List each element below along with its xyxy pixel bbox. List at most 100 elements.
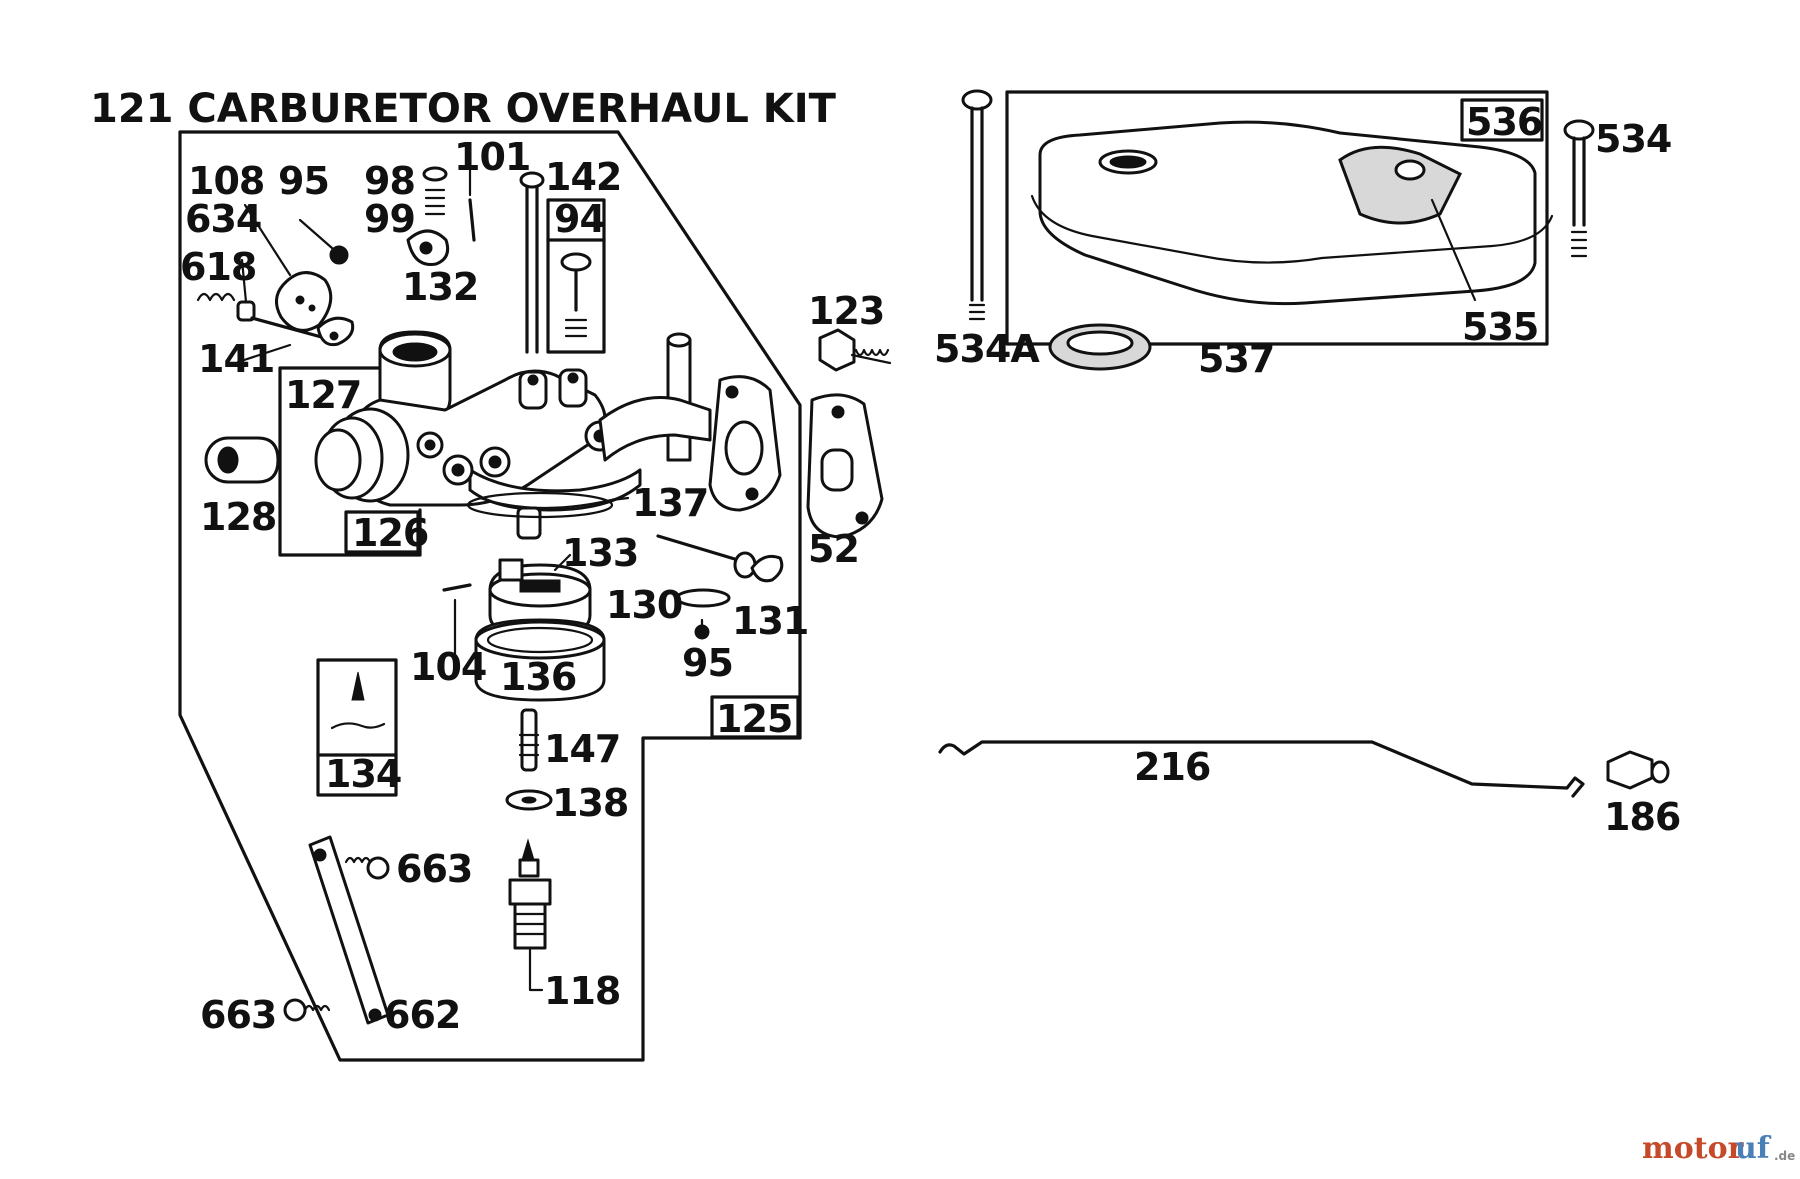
carburetor-body <box>314 330 782 540</box>
kit-outline <box>178 130 802 1062</box>
label-136: 136 <box>500 655 576 699</box>
clip-134 <box>330 722 386 730</box>
label-130: 130 <box>606 583 682 627</box>
watermark-suffix: .de <box>1774 1149 1795 1163</box>
bolt-534-head <box>1563 119 1595 141</box>
label-101: 101 <box>454 135 530 179</box>
lever-hole <box>329 331 339 341</box>
label-216: 216 <box>1134 745 1210 789</box>
bolt-534A-thread <box>968 303 986 321</box>
label-634: 634 <box>185 197 261 241</box>
label-133: 133 <box>562 531 638 575</box>
label-131: 131 <box>732 599 808 643</box>
watermark-logo: motor uf .de <box>1642 1131 1795 1166</box>
gasket-52-hole <box>855 511 869 525</box>
label-95-lower: 95 <box>682 641 733 685</box>
rod-216 <box>938 740 1585 798</box>
label-142: 142 <box>545 155 621 199</box>
fuel-tank-535 <box>1030 120 1554 306</box>
label-94: 94 <box>554 197 605 241</box>
label-534A: 534A <box>934 327 1040 371</box>
jet-118-tip <box>521 838 535 861</box>
screw-95 <box>329 245 349 265</box>
watermark-text-b: uf <box>1735 1131 1772 1166</box>
float-133-hinge <box>498 558 524 582</box>
choke-lever <box>316 316 355 347</box>
link-662-hole <box>368 1008 382 1022</box>
adjust-screw-head <box>560 252 592 272</box>
bushing-128-body <box>228 436 280 484</box>
nut-123 <box>818 328 856 372</box>
label-537: 537 <box>1198 337 1274 381</box>
watermark-text-a: motor <box>1642 1131 1745 1166</box>
label-52: 52 <box>808 527 859 571</box>
label-123: 123 <box>808 289 884 333</box>
gasket-52-hole <box>831 405 845 419</box>
link-662 <box>308 835 390 1025</box>
jet-118-neck <box>518 858 540 878</box>
bolt-534-thread <box>1570 230 1588 258</box>
label-104: 104 <box>410 645 486 689</box>
jet-118-hex <box>508 878 552 906</box>
spring-663-lower <box>303 1004 331 1012</box>
nut-663-upper <box>366 856 390 880</box>
label-141: 141 <box>198 337 274 381</box>
label-663-upper: 663 <box>396 847 472 891</box>
screw-142-head <box>519 171 545 189</box>
link-662-hole <box>313 848 327 862</box>
leader-137 <box>610 496 630 502</box>
label-534: 534 <box>1595 117 1671 161</box>
label-147: 147 <box>544 727 620 771</box>
label-186: 186 <box>1604 795 1680 839</box>
nut-663-lower <box>283 998 307 1022</box>
spring-663-upper <box>344 856 372 864</box>
choke-plate-hole <box>308 304 316 312</box>
washer-138-hole <box>521 796 537 804</box>
pin-101 <box>468 198 476 242</box>
label-138: 138 <box>552 781 628 825</box>
label-535: 535 <box>1462 305 1538 349</box>
gasket-537-hole <box>1066 330 1134 356</box>
label-536-box <box>1460 98 1544 142</box>
group-536-box <box>1005 90 1549 346</box>
leader-118 <box>528 948 544 992</box>
seat-130 <box>675 588 731 608</box>
label-127: 127 <box>285 373 361 417</box>
diagram-title: 121 CARBURETOR OVERHAUL KIT <box>90 86 837 132</box>
spring-618 <box>196 292 236 302</box>
label-126-box <box>344 510 420 554</box>
bushing-128-bore <box>217 446 239 474</box>
float-133-tab <box>519 579 561 593</box>
emulsion-tube-147 <box>520 708 538 772</box>
fitting-186 <box>1606 750 1654 790</box>
label-128: 128 <box>200 495 276 539</box>
group-134-box <box>316 658 398 797</box>
label-134: 134 <box>325 752 401 796</box>
spring-99 <box>424 188 446 216</box>
leader-141 <box>236 343 292 364</box>
label-108: 108 <box>188 159 264 203</box>
leader-95 <box>298 218 334 250</box>
label-536: 536 <box>1466 100 1542 144</box>
leader-133 <box>553 553 572 572</box>
label-99: 99 <box>364 197 415 241</box>
label-95: 95 <box>278 159 329 203</box>
leader-108 <box>243 203 292 277</box>
bowl-136-inner <box>486 626 594 654</box>
gasket-52-opening <box>820 448 854 492</box>
needle-131-head <box>750 554 784 583</box>
label-126: 126 <box>352 511 428 555</box>
label-98: 98 <box>364 159 415 203</box>
label-118: 118 <box>544 969 620 1013</box>
choke-plate-hole <box>295 295 305 305</box>
label-663-lower: 663 <box>200 993 276 1037</box>
group-126-box <box>278 366 422 557</box>
adjust-spring <box>564 318 588 338</box>
group-125-box <box>710 695 800 739</box>
group-94-box <box>546 198 606 354</box>
pin-104 <box>442 583 472 592</box>
screw-98 <box>422 166 448 182</box>
leader-535 <box>1430 198 1477 302</box>
fitting-186-end <box>1650 760 1670 784</box>
